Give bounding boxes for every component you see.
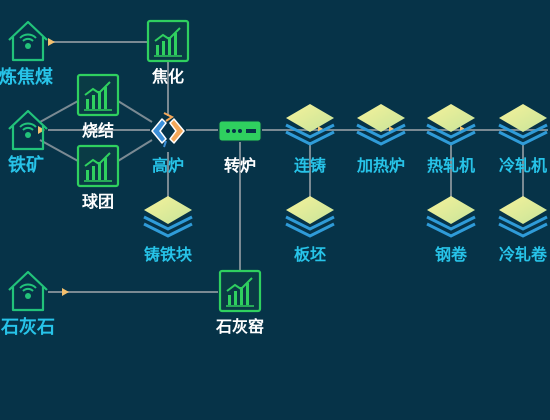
edge-sintering-to-blast-furnace xyxy=(117,100,153,123)
layers-icon xyxy=(426,104,476,146)
node-label-iron-ore: 铁矿 xyxy=(8,155,44,176)
node-label-converter: 转炉 xyxy=(223,156,257,175)
layers-icon xyxy=(426,196,476,238)
layers-icon xyxy=(356,104,406,146)
node-label-pig-iron: 铸铁块 xyxy=(143,245,193,264)
house-icon xyxy=(8,270,48,312)
node-label-casting: 连铸 xyxy=(293,156,327,175)
arrow-icon xyxy=(38,126,45,134)
arrow-icon xyxy=(48,38,55,46)
node-label-coking: 焦化 xyxy=(151,67,185,86)
node-label-pellet: 球团 xyxy=(81,192,115,211)
arrow-icon xyxy=(62,288,69,296)
node-label-slab: 板坯 xyxy=(293,245,327,264)
blast-furnace-icon xyxy=(151,112,185,148)
layers-icon xyxy=(285,104,335,146)
node-label-hot-rolling: 热轧机 xyxy=(426,156,476,175)
node-label-coking-coal: 炼焦煤 xyxy=(0,67,53,88)
node-label-sintering: 烧结 xyxy=(81,121,115,140)
node-label-coil: 钢卷 xyxy=(434,245,468,264)
house-icon xyxy=(8,109,48,151)
edge-iron-ore-to-sintering xyxy=(39,100,79,123)
chart-icon xyxy=(76,144,120,188)
house-icon xyxy=(8,20,48,62)
layers-icon xyxy=(498,104,548,146)
node-label-lime-kiln: 石灰窑 xyxy=(215,317,265,336)
router-icon xyxy=(218,120,262,142)
node-label-cold-coil: 冷轧卷 xyxy=(498,245,548,264)
edge-iron-ore-to-pellet xyxy=(39,139,79,162)
chart-icon xyxy=(146,19,190,63)
node-label-cold-rolling: 冷轧机 xyxy=(498,156,548,175)
node-label-reheating: 加热炉 xyxy=(356,156,406,175)
node-label-limestone: 石灰石 xyxy=(1,317,55,338)
layers-icon xyxy=(143,196,193,238)
layers-icon xyxy=(498,196,548,238)
layers-icon xyxy=(285,196,335,238)
edge-pellet-to-blast-furnace xyxy=(117,139,153,162)
connector-lines xyxy=(39,41,548,293)
chart-icon xyxy=(218,269,262,313)
node-label-blast-furnace: 高炉 xyxy=(151,156,185,175)
chart-icon xyxy=(76,73,120,117)
